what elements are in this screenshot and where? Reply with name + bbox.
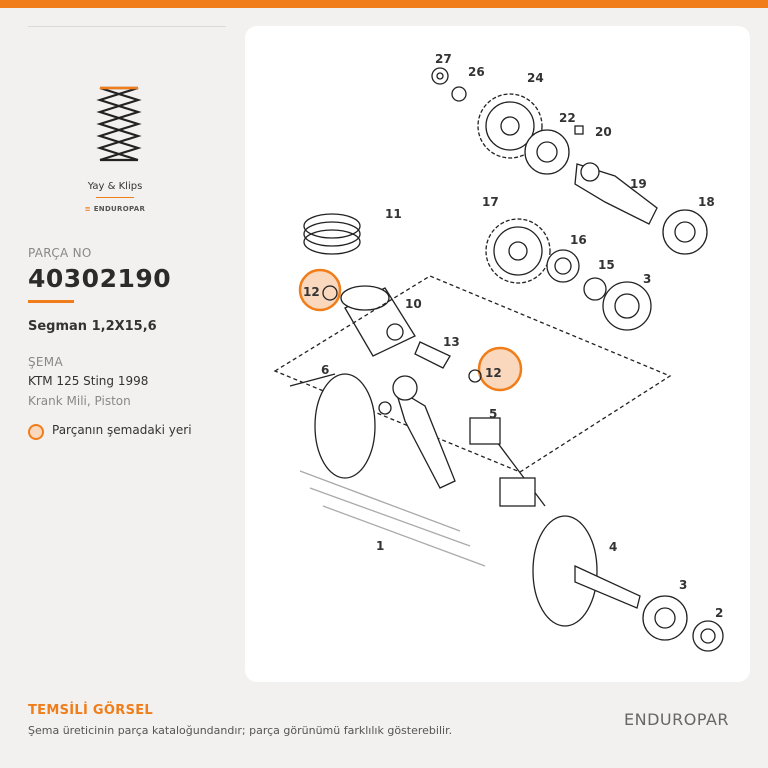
- callout-1: 1: [376, 539, 384, 553]
- part-no-label: PARÇA NO: [28, 246, 92, 260]
- brand-mini-logo: ≡ ENDUROPAR: [60, 205, 170, 213]
- callout-11: 11: [385, 207, 402, 221]
- legend-text: Parçanın şemadaki yeri: [52, 423, 192, 437]
- legend-marker-icon: [28, 424, 44, 440]
- callout-13: 13: [443, 335, 460, 349]
- highlight-label-1: 12: [303, 285, 320, 299]
- callout-17: 17: [482, 195, 499, 209]
- schema-model: KTM 125 Sting 1998: [28, 374, 149, 388]
- callout-4: 4: [609, 540, 617, 554]
- schema-group: Krank Mili, Piston: [28, 394, 131, 408]
- diagram-panel: 27 26 24 22 20 19 18 17 16 15 3 11 10 13…: [245, 26, 750, 682]
- highlight-marker-1: 12: [298, 268, 342, 312]
- callout-16: 16: [570, 233, 587, 247]
- category-label: Yay & Klips: [87, 181, 143, 192]
- highlight-label-2: 12: [485, 366, 502, 380]
- brand-mini-text: ENDUROPAR: [93, 205, 146, 213]
- callout-26: 26: [468, 65, 485, 79]
- top-accent-bar: [0, 0, 768, 8]
- callout-10: 10: [405, 297, 422, 311]
- part-number: 40302190: [28, 264, 172, 293]
- brand-mini-icon: ≡: [84, 205, 94, 213]
- footer-note: Şema üreticinin parça kataloğundandır; p…: [28, 724, 453, 737]
- category-icon-box: [60, 80, 170, 170]
- callout-18: 18: [698, 195, 715, 209]
- callout-3-top: 3: [643, 272, 651, 286]
- callout-15: 15: [598, 258, 615, 272]
- callout-20: 20: [595, 125, 612, 139]
- highlight-marker-2: 12: [468, 346, 523, 392]
- footer-title: TEMSİLİ GÖRSEL: [28, 703, 153, 718]
- footer-brand: ENDUROPAR: [624, 710, 730, 729]
- part-number-rule: [28, 300, 74, 303]
- callout-5: 5: [489, 407, 497, 421]
- callout-22: 22: [559, 111, 576, 125]
- part-name: Segman 1,2X15,6: [28, 319, 157, 334]
- exploded-diagram: 27 26 24 22 20 19 18 17 16 15 3 11 10 13…: [273, 52, 724, 652]
- callout-27: 27: [435, 52, 452, 66]
- top-divider: [28, 26, 226, 27]
- schema-label: ŞEMA: [28, 355, 63, 369]
- callout-19: 19: [630, 177, 647, 191]
- callout-3-bottom: 3: [679, 578, 687, 592]
- spring-icon: [96, 86, 142, 162]
- callout-24: 24: [527, 71, 544, 85]
- callout-2: 2: [715, 606, 723, 620]
- category-rule: [96, 197, 134, 198]
- callout-6: 6: [321, 363, 329, 377]
